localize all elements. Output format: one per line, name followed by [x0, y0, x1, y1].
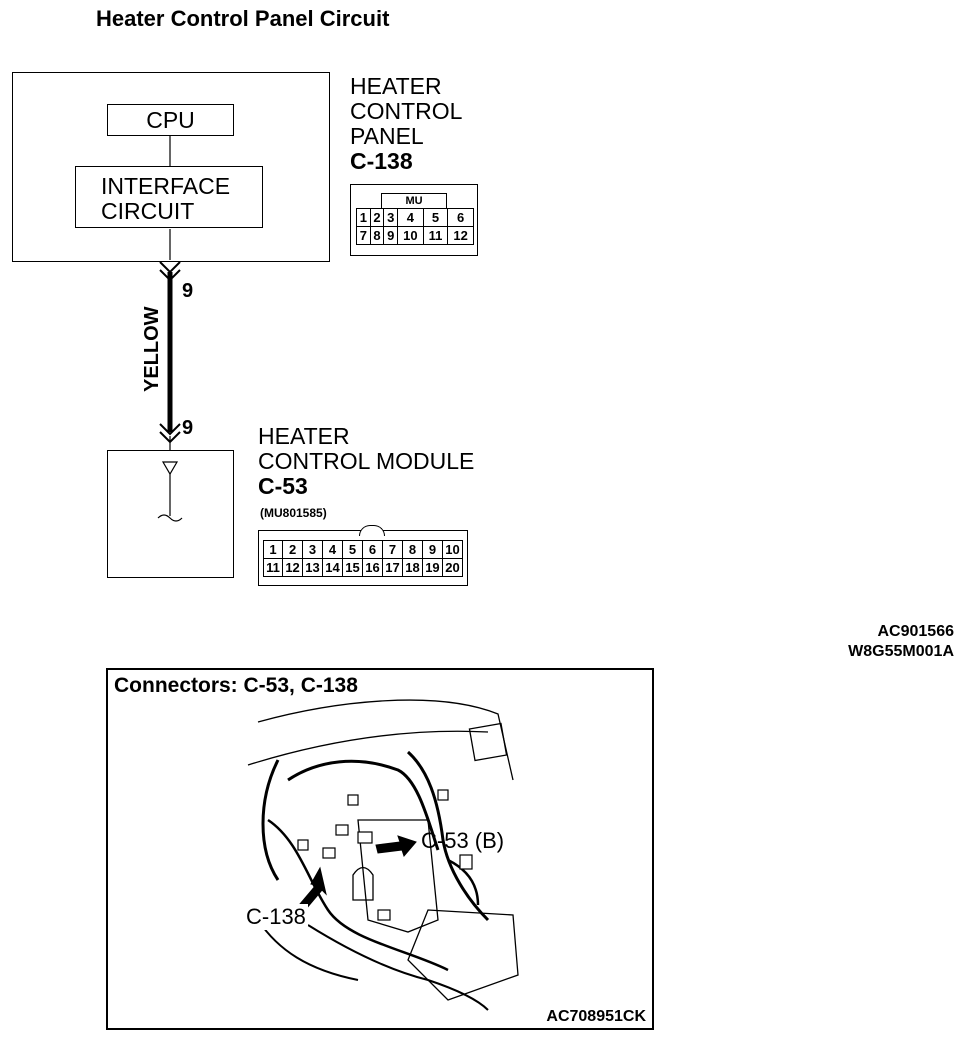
instrument-cluster: [261, 759, 280, 881]
block-3: [322, 847, 336, 859]
c53-pin-19: 19: [421, 558, 443, 577]
c53-pin-4: 4: [322, 540, 344, 559]
dash-top-edge: [257, 699, 514, 781]
wire-pin-top: 9: [182, 280, 193, 302]
c138-pin-10: 10: [397, 226, 424, 245]
c53-pin-11: 11: [262, 558, 284, 577]
harness-4: [307, 924, 489, 1011]
panel-name: HEATER CONTROL PANEL C-138: [350, 74, 462, 174]
harness-2: [406, 750, 490, 922]
interface-circuit-box: INTERFACE CIRCUIT: [75, 166, 263, 228]
c53-pin-7: 7: [381, 540, 403, 559]
shifter: [352, 866, 374, 901]
c53-pin-8: 8: [401, 540, 423, 559]
dash-upper-panel: [247, 730, 489, 766]
module-input-triangle: [161, 461, 179, 476]
locator-label-c138: C-138: [244, 904, 308, 930]
c53-pin-18: 18: [401, 558, 423, 577]
c53-pin-20: 20: [441, 558, 464, 577]
locator-label-c53: C-53 (B): [421, 828, 505, 853]
block-7: [347, 794, 359, 806]
right-lower-panel: [407, 909, 519, 1001]
c138-type-label: MU: [405, 195, 423, 207]
block-8: [297, 839, 309, 851]
reference-code-1: AC901566: [877, 623, 955, 640]
bottom-connector-chevron-1: [159, 423, 181, 436]
c53-pin-6: 6: [362, 540, 383, 559]
harness-3: [267, 818, 449, 972]
module-part-number: (MU801585): [260, 506, 327, 520]
c53-pin-14: 14: [322, 558, 344, 577]
c138-pin-11: 11: [422, 226, 449, 245]
c53-pin-17: 17: [381, 558, 403, 577]
harness-5: [447, 858, 480, 906]
panel-name-line3: PANEL: [350, 123, 424, 149]
c53-pin-16: 16: [362, 558, 383, 577]
module-name: HEATER CONTROL MODULE C-53: [258, 424, 474, 499]
c53-latch: [359, 525, 385, 536]
harness-1: [287, 759, 440, 851]
dash-vent: [468, 722, 508, 762]
block-5: [459, 854, 473, 870]
interface-label-line2: CIRCUIT: [101, 198, 195, 224]
cpu-label: CPU: [146, 107, 195, 133]
block-6: [377, 909, 391, 921]
block-1: [335, 824, 349, 836]
panel-name-line1: HEATER: [350, 73, 442, 99]
arrow-c138: [299, 866, 327, 910]
c53-pin-3: 3: [302, 540, 324, 559]
top-connector-chevron-1: [159, 261, 181, 274]
c138-key: MU: [381, 193, 447, 208]
block-4: [437, 789, 449, 801]
c53-pin-9: 9: [421, 540, 443, 559]
reference-codes: AC901566 W8G55M001A: [830, 622, 954, 662]
c53-pin-15: 15: [342, 558, 363, 577]
block-2: [357, 831, 373, 844]
module-connector-id: C-53: [258, 473, 308, 499]
interface-label-line1: INTERFACE: [101, 173, 231, 199]
c138-pin-12: 12: [447, 226, 474, 245]
arrow-c53: [375, 835, 417, 857]
wiring-diagram: 9 9 YELLOW: [141, 135, 193, 522]
c53-pin-1: 1: [262, 540, 284, 559]
c53-pin-12: 12: [282, 558, 304, 577]
c53-pin-10: 10: [441, 540, 464, 559]
panel-name-line2: CONTROL: [350, 98, 463, 124]
heater-control-module-box: [107, 450, 234, 578]
module-name-line1: HEATER: [258, 423, 350, 449]
locator-figure-code: AC708951CK: [542, 1008, 646, 1026]
reference-code-2: W8G55M001A: [848, 643, 954, 660]
c53-pin-13: 13: [302, 558, 324, 577]
module-ground-tilde: [157, 514, 183, 522]
panel-connector-id: C-138: [350, 148, 413, 174]
center-console: [357, 819, 439, 933]
connector-locator-figure: Connectors: C-53, C-138 C-53 (B) C-138 A…: [106, 668, 654, 1030]
module-name-line2: CONTROL MODULE: [258, 448, 475, 474]
c53-pin-2: 2: [282, 540, 304, 559]
locator-caption: Connectors: C-53, C-138: [114, 674, 362, 698]
wire-pin-bottom: 9: [182, 417, 193, 439]
wire-color-label: YELLOW: [141, 306, 163, 392]
page-title: Heater Control Panel Circuit: [96, 6, 390, 31]
dashboard-illustration: [247, 699, 519, 1011]
c53-pin-5: 5: [342, 540, 363, 559]
